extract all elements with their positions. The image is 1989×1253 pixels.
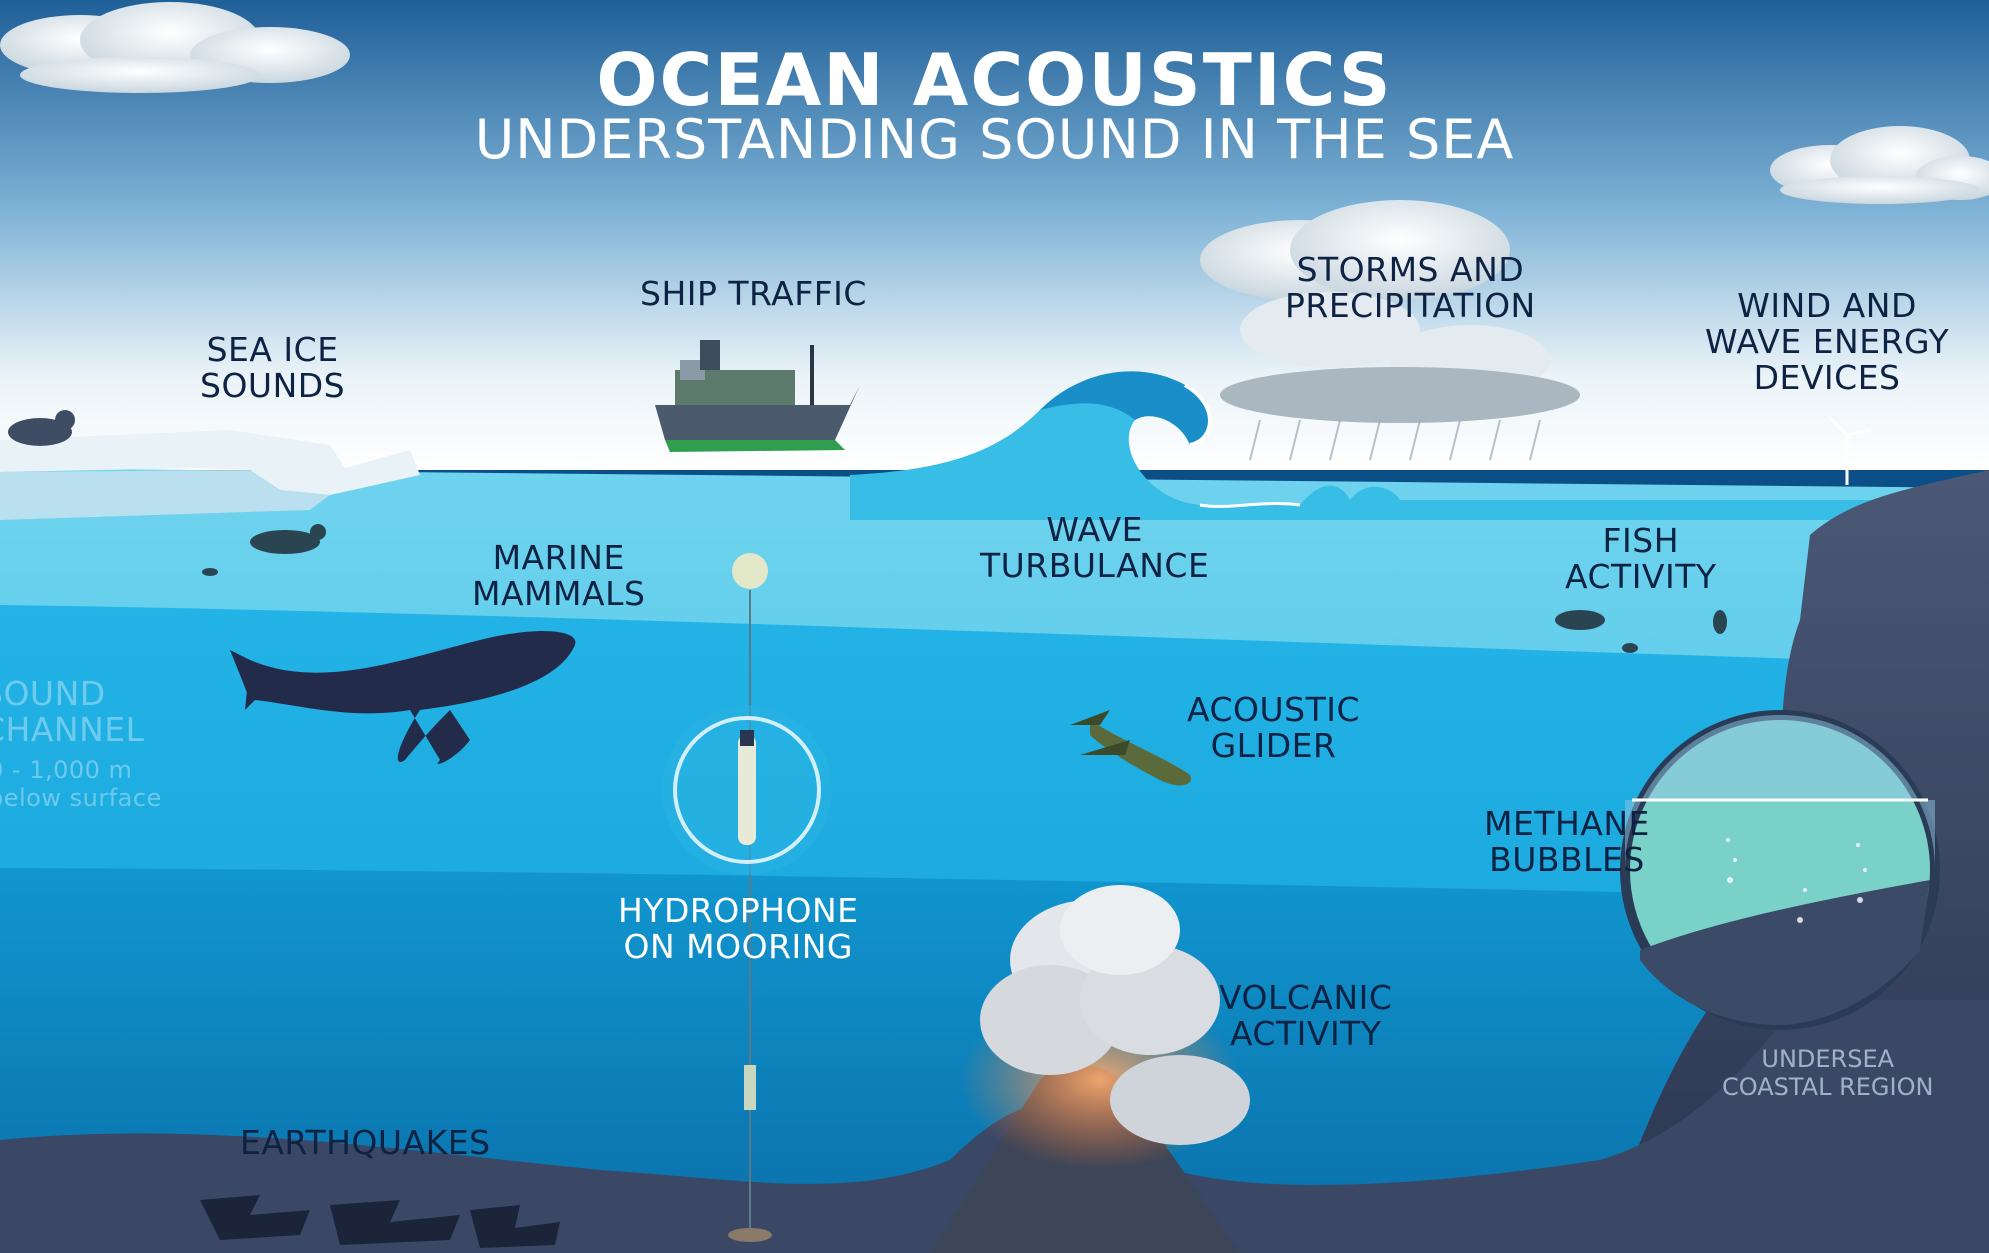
label-volcanic-activity: VOLCANIC ACTIVITY [1219, 980, 1392, 1052]
label-line: BUBBLES [1489, 840, 1645, 879]
fish-icon [202, 568, 1727, 653]
magnifier-icon [1620, 710, 1940, 1030]
label-acoustic-glider: ACOUSTIC GLIDER [1187, 692, 1360, 764]
label-line: WAVE ENERGY [1705, 322, 1950, 361]
label-line: HYDROPHONE [618, 891, 859, 930]
label-marine-mammals: MARINE MAMMALS [472, 540, 645, 612]
label-line: 0 - 1,000 m [0, 756, 133, 784]
label-line: TURBULANCE [980, 546, 1210, 585]
storm-cloud-icon [1200, 200, 1580, 461]
label-sea-ice-sounds: SEA ICE SOUNDS [200, 332, 345, 404]
label-ship-traffic: SHIP TRAFFIC [640, 276, 867, 312]
label-line: DEVICES [1753, 358, 1901, 397]
label-line: STORMS AND [1296, 250, 1525, 289]
cloud-icon [0, 2, 350, 93]
cloud-icon [1770, 126, 1989, 204]
label-line: GLIDER [1210, 726, 1337, 765]
label-line: ACTIVITY [1229, 1014, 1382, 1053]
label-line: CHANNEL [0, 710, 145, 749]
label-line: FISH [1602, 521, 1680, 560]
label-sound-channel: SOUND CHANNEL [0, 676, 145, 748]
label-line: ON MOORING [623, 927, 853, 966]
label-line: SOUND [0, 674, 106, 713]
page-title: OCEAN ACOUSTICS [596, 38, 1393, 122]
label-line: SHIP TRAFFIC [640, 274, 867, 313]
label-line: MARINE [492, 538, 625, 577]
sky [0, 0, 1989, 470]
label-line: EARTHQUAKES [240, 1123, 491, 1162]
label-line: SOUNDS [200, 366, 346, 405]
label-wave-turbulance: WAVE TURBULANCE [980, 512, 1209, 584]
ship-icon [655, 340, 860, 452]
whale-icon [230, 630, 576, 764]
buoy-icon [728, 553, 772, 1242]
seal-icon [8, 410, 75, 446]
label-undersea-coastal-region: UNDERSEA COASTAL REGION [1722, 1045, 1933, 1101]
volcano-icon [930, 885, 1250, 1253]
seal-icon [250, 524, 326, 554]
sea-ice-sheet [0, 430, 420, 520]
label-wind-wave-energy: WIND AND WAVE ENERGY DEVICES [1705, 288, 1949, 396]
label-line: PRECIPITATION [1285, 286, 1536, 325]
label-line: below surface [0, 784, 162, 812]
label-line: WAVE [1046, 510, 1144, 549]
glider-icon [1070, 710, 1191, 786]
label-line: COASTAL REGION [1722, 1073, 1934, 1101]
label-line: WIND AND [1737, 286, 1917, 325]
label-earthquakes: EARTHQUAKES [240, 1125, 491, 1161]
label-line: METHANE [1484, 804, 1650, 843]
label-methane-bubbles: METHANE BUBBLES [1484, 806, 1650, 878]
label-line: MAMMALS [472, 574, 646, 613]
label-fish-activity: FISH ACTIVITY [1565, 523, 1717, 595]
earthquake-icon [200, 1195, 560, 1248]
hydrophone-icon [662, 705, 832, 875]
label-line: ACTIVITY [1565, 557, 1717, 596]
wind-turbine-icon [1828, 416, 1871, 485]
page-subtitle: UNDERSTANDING SOUND IN THE SEA [474, 108, 1515, 171]
label-line: ACOUSTIC [1187, 690, 1361, 729]
label-line: SEA ICE [206, 330, 339, 369]
label-line: UNDERSEA [1761, 1045, 1895, 1073]
label-line: VOLCANIC [1219, 978, 1393, 1017]
wave-icon [850, 371, 1989, 520]
label-hydrophone-on-mooring: HYDROPHONE ON MOORING [618, 893, 859, 965]
label-storms-precipitation: STORMS AND PRECIPITATION [1285, 252, 1536, 324]
label-sound-channel-depth: 0 - 1,000 m below surface [0, 756, 162, 812]
